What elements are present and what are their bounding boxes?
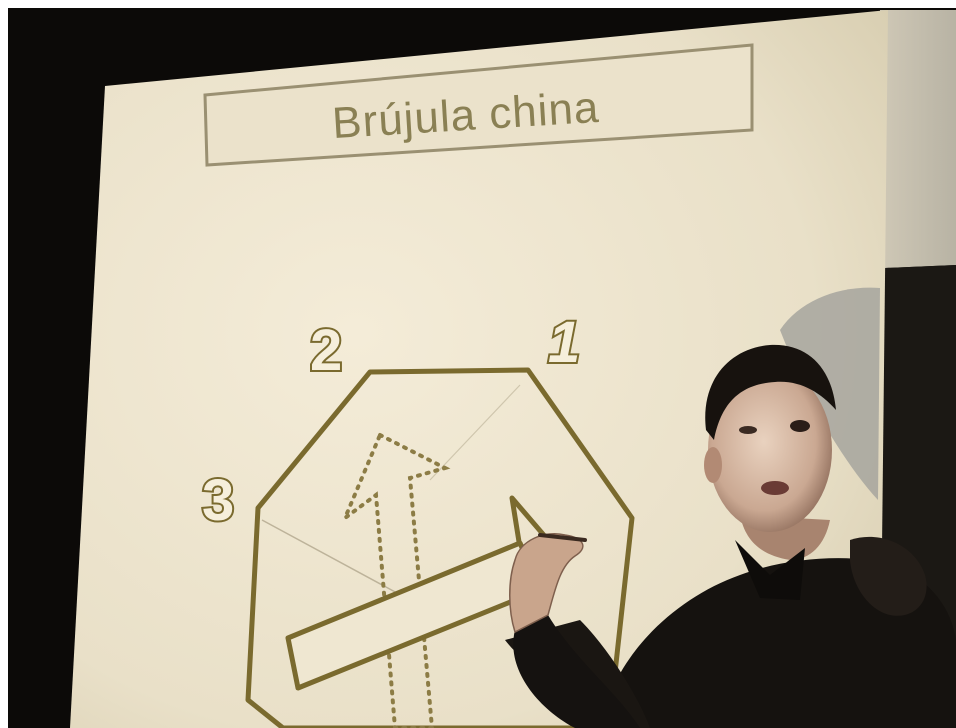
label-3: 3 <box>202 468 234 533</box>
compass-octagon <box>245 367 635 728</box>
background-wall <box>880 10 956 268</box>
presenter <box>505 344 956 728</box>
label-2: 2 <box>310 318 342 383</box>
label-1: 1 <box>548 310 580 375</box>
slide-title-box <box>203 43 754 167</box>
